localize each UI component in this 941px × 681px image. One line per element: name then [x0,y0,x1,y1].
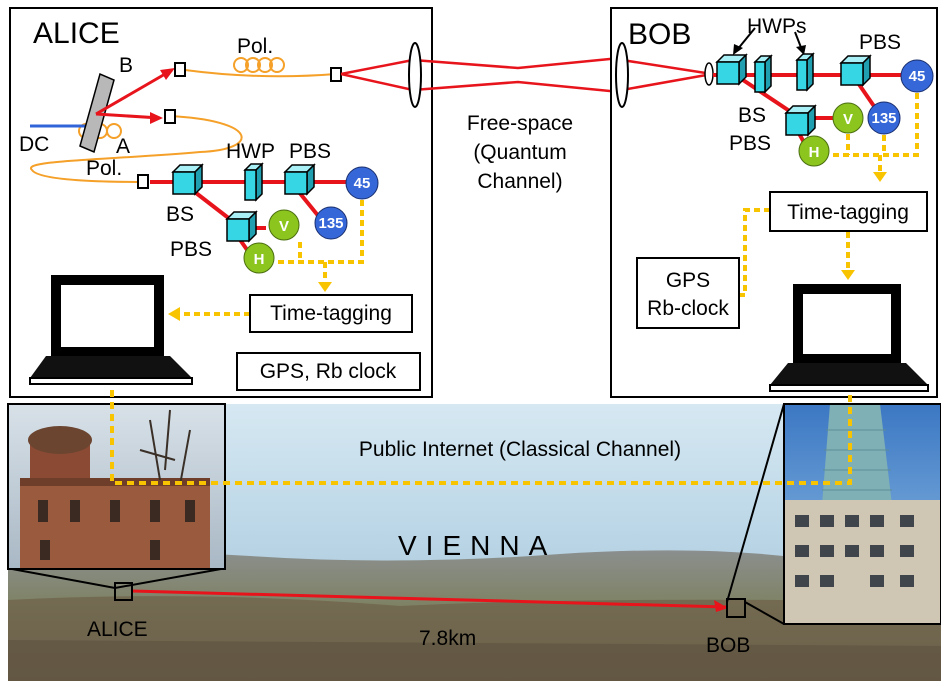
alice-label-pbs-bottom: PBS [170,238,212,261]
bob-detector-135: 135 [867,101,901,135]
alice-time-tagging-box [249,294,413,333]
alice-time-tagging-label: Time-tagging [270,302,392,325]
alice-detector-135-label: 135 [318,215,343,232]
alice-detector-h-label: H [254,251,265,268]
bob-bs-cube [715,53,748,86]
bob-signal-lines [739,93,919,297]
bob-detector-135-label: 135 [871,110,896,127]
bob-pbs-cube-bottom [784,104,817,137]
alice-map-marker [114,582,133,601]
alice-label-a: A [116,135,130,158]
alice-detector-v: V [268,209,300,241]
alice-label-dc: DC [19,133,49,156]
alice-map-label: ALICE [87,618,148,641]
bob-detector-45: 45 [900,59,934,93]
alice-title: ALICE [33,17,120,50]
bob-collimator-lens [704,62,714,86]
map-link [114,582,746,618]
alice-label-pol-top: Pol. [237,35,273,58]
bob-laptop-icon [769,284,929,392]
alice-label-pol-left: Pol. [86,157,122,180]
bob-map-label: BOB [706,634,750,657]
bob-hwp-plate-1 [753,54,773,94]
bob-label-hwps: HWPs [747,15,807,38]
alice-detector-h: H [243,242,275,274]
bob-label-pbs-bottom: PBS [729,132,771,155]
alice-signal-lines [178,200,364,316]
alice-pbs-cube-top [283,163,316,196]
fiber-couplers [137,62,342,189]
bob-title: BOB [628,18,691,51]
alice-detector-45: 45 [345,166,379,200]
classical-channel-line [110,390,852,485]
alice-clock-label: GPS, Rb clock [260,360,397,383]
bob-detector-45-label: 45 [909,68,926,85]
alice-label-b: B [119,54,133,77]
alice-fibers [29,57,337,183]
bob-incoming-beam [621,58,713,92]
quantum-channel-line3: Channel) [477,170,562,193]
bob-detector-v-label: V [843,111,853,128]
quantum-channel-line2: (Quantum [473,141,566,164]
alice-pair-beams [95,68,173,120]
bob-label-pbs-top: PBS [859,31,901,54]
bob-clock-box [636,257,740,329]
alice-bs-cube [171,163,204,196]
alice-label-pbs-top: PBS [289,140,331,163]
alice-pbs-cube-bottom [225,210,258,243]
city-label: VIENNA [398,530,556,561]
bob-time-tagging-label: Time-tagging [787,201,909,224]
alice-detector-135: 135 [314,206,348,240]
alice-telescope-lens [408,42,422,108]
bob-detector-v: V [832,102,864,134]
bob-hwp-plate-2 [795,52,815,92]
bob-clock-label-line2: Rb-clock [647,297,729,320]
alice-label-hwp: HWP [226,140,275,163]
alice-detector-45-label: 45 [354,175,371,192]
distance-label: 7.8km [419,627,476,650]
bob-pbs-cube-top [839,54,872,87]
bob-time-tagging-box [769,191,928,232]
quantum-channel-line1: Free-space [467,112,573,135]
bob-detector-h-label: H [809,144,820,161]
bob-detector-h: H [798,135,830,167]
bob-clock-label-line1: GPS [666,269,710,292]
alice-observatory-photo [7,403,226,570]
bob-label-bs: BS [738,104,766,127]
alice-detector-v-label: V [279,218,289,235]
alice-clock-box [236,352,421,391]
alice-laptop-icon [29,275,193,385]
alice-label-bs: BS [166,203,194,226]
classical-channel-label: Public Internet (Classical Channel) [359,438,681,461]
bob-tower-photo [783,403,941,625]
alice-hwp-plate [243,162,264,202]
bob-map-marker [726,598,746,618]
